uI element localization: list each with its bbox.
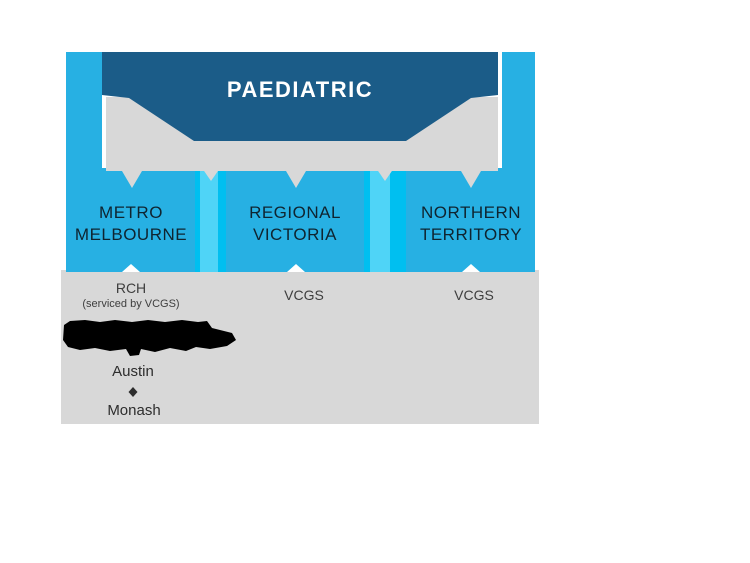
- northern-territory-label-line1: NORTHERN: [421, 203, 521, 222]
- metro-provider-note: (serviced by VCGS): [82, 298, 179, 310]
- diamond-bullet-icon: [128, 387, 138, 397]
- metro-melbourne-label-line2: MELBOURNE: [75, 225, 187, 244]
- connector-strip-2-highlight: [370, 168, 390, 272]
- region-boxes-band: [66, 168, 535, 272]
- regional-victoria-label-line2: VICTORIA: [253, 225, 337, 244]
- funnel-tooth-connector-1: [202, 168, 220, 181]
- left-side-strip: [66, 52, 102, 172]
- metro-melbourne-label-line1: METRO: [99, 203, 163, 222]
- right-side-strip: [502, 52, 535, 172]
- list-item-monash: Monash: [107, 402, 160, 419]
- northern-bottom-notch: [462, 264, 480, 272]
- list-item-austin: Austin: [112, 363, 154, 380]
- metro-provider-label: RCH: [116, 280, 146, 296]
- funnel-tooth-connector-2: [376, 168, 394, 181]
- redaction-scribble: [63, 320, 236, 356]
- northern-territory-label-line2: TERRITORY: [420, 225, 522, 244]
- paediatric-header-shape: [102, 52, 498, 141]
- regional-victoria-label-line1: REGIONAL: [249, 203, 341, 222]
- northern-provider-label: VCGS: [454, 287, 494, 303]
- page-title: PAEDIATRIC: [227, 77, 373, 102]
- connector-strip-1-highlight: [200, 168, 218, 272]
- regional-bottom-notch: [287, 264, 305, 272]
- regional-provider-label: VCGS: [284, 287, 324, 303]
- metro-bottom-notch: [122, 264, 140, 272]
